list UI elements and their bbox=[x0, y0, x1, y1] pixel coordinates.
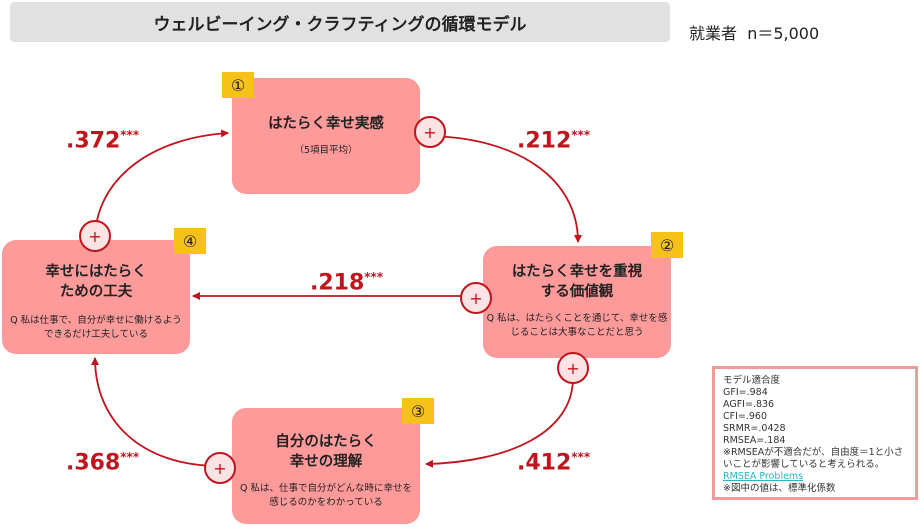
node-2-title-1: はたらく幸せを重視 bbox=[511, 264, 643, 280]
coef-2-to-3: .412*** bbox=[517, 450, 590, 475]
node-3-sub-1: Q 私は、仕事で自分がどんな時に幸せを bbox=[240, 483, 412, 494]
coef-3-to-4: .368*** bbox=[66, 450, 139, 475]
node-4-badge: ④ bbox=[174, 228, 206, 254]
rmsea-problems-link[interactable]: RMSEA Problems bbox=[723, 471, 804, 482]
fit-cfi: CFI=.960 bbox=[723, 411, 768, 422]
node-3-title-2: 幸せの理解 bbox=[289, 454, 363, 470]
node-4-sub-2: できるだけ工夫している bbox=[43, 329, 149, 340]
arrow-3-to-4 bbox=[91, 357, 221, 467]
node-2-sub-1: Q 私は、はたらくことを通じて、幸せを感 bbox=[486, 313, 668, 324]
node-4-sub-1: Q 私は仕事で、自分が幸せに働けるよう bbox=[10, 315, 182, 326]
coef-4-to-1-value: .372 bbox=[66, 128, 121, 154]
node-3-badge: ③ bbox=[402, 398, 434, 424]
node-1-sub: （5項目平均） bbox=[294, 145, 358, 156]
coef-3-to-4-stars: *** bbox=[120, 450, 140, 464]
plus-sign-3-to-4: + bbox=[204, 452, 236, 484]
node-3-sub-2: 感じるのかをわかっている bbox=[269, 497, 383, 508]
plus-sign-1-to-2: + bbox=[414, 116, 446, 148]
coef-2-to-4-value: .218 bbox=[310, 270, 365, 296]
fit-srmr: SRMR=.0428 bbox=[723, 423, 786, 434]
arrow-2-to-3 bbox=[425, 377, 574, 468]
arrow-1-to-2 bbox=[429, 135, 582, 243]
fit-agfi: AGFI=.836 bbox=[723, 399, 775, 410]
node-3-title-1: 自分のはたらく bbox=[275, 434, 377, 450]
node-4-title-1: 幸せにはたらく bbox=[45, 264, 147, 280]
node-1-badge: ① bbox=[222, 72, 254, 98]
coef-4-to-1-stars: *** bbox=[120, 128, 140, 142]
sample-label: 就業者 bbox=[689, 24, 738, 43]
plus-sign-2-to-3: + bbox=[557, 352, 589, 384]
coef-2-to-4: .218*** bbox=[310, 270, 383, 295]
node-crafting-effort: 幸せにはたらく ための工夫 Q 私は仕事で、自分が幸せに働けるよう できるだけ工… bbox=[2, 240, 190, 354]
coef-4-to-1: .372*** bbox=[66, 128, 139, 153]
node-value-on-wellbeing: はたらく幸せを重視 する価値観 Q 私は、はたらくことを通じて、幸せを感 じるこ… bbox=[483, 246, 671, 358]
fit-rmsea: RMSEA=.184 bbox=[723, 435, 786, 446]
node-2-sub-2: じることは大事なことだと思う bbox=[510, 327, 644, 338]
coef-2-to-3-value: .412 bbox=[517, 450, 572, 476]
fit-note-1: ※RMSEAが不適合だが、自由度＝1と小さ bbox=[723, 447, 904, 458]
node-wellbeing-feeling: はたらく幸せ実感 （5項目平均） bbox=[232, 78, 420, 194]
coef-1-to-2-value: .212 bbox=[517, 128, 572, 154]
node-2-badge: ② bbox=[651, 232, 683, 258]
fit-heading: モデル適合度 bbox=[723, 375, 781, 386]
sample-n: n＝5,000 bbox=[747, 24, 820, 43]
node-self-understanding: 自分のはたらく 幸せの理解 Q 私は、仕事で自分がどんな時に幸せを 感じるのかを… bbox=[232, 408, 420, 524]
coef-2-to-4-stars: *** bbox=[364, 270, 384, 284]
coef-1-to-2-stars: *** bbox=[571, 128, 591, 142]
sample-size: 就業者 n＝5,000 bbox=[689, 20, 819, 44]
fit-gfi: GFI=.984 bbox=[723, 387, 768, 398]
coef-1-to-2: .212*** bbox=[517, 128, 590, 153]
diagram-title: ウェルビーイング・クラフティングの循環モデル bbox=[10, 2, 670, 42]
node-4-title-2: ための工夫 bbox=[59, 284, 133, 300]
node-1-title: はたらく幸せ実感 bbox=[268, 116, 384, 132]
arrow-4-to-1 bbox=[94, 129, 229, 241]
coef-2-to-3-stars: *** bbox=[571, 450, 591, 464]
plus-sign-2-to-4: + bbox=[460, 282, 492, 314]
fit-footnote: ※図中の値は、標準化係数 bbox=[723, 483, 836, 494]
model-fit-box: モデル適合度 GFI=.984 AGFI=.836 CFI=.960 SRMR=… bbox=[712, 366, 918, 500]
fit-note-2: いことが影響していると考えられる。 bbox=[723, 459, 885, 470]
plus-sign-4-to-1: + bbox=[79, 220, 111, 252]
coef-3-to-4-value: .368 bbox=[66, 450, 121, 476]
node-2-title-2: する価値観 bbox=[540, 284, 614, 300]
